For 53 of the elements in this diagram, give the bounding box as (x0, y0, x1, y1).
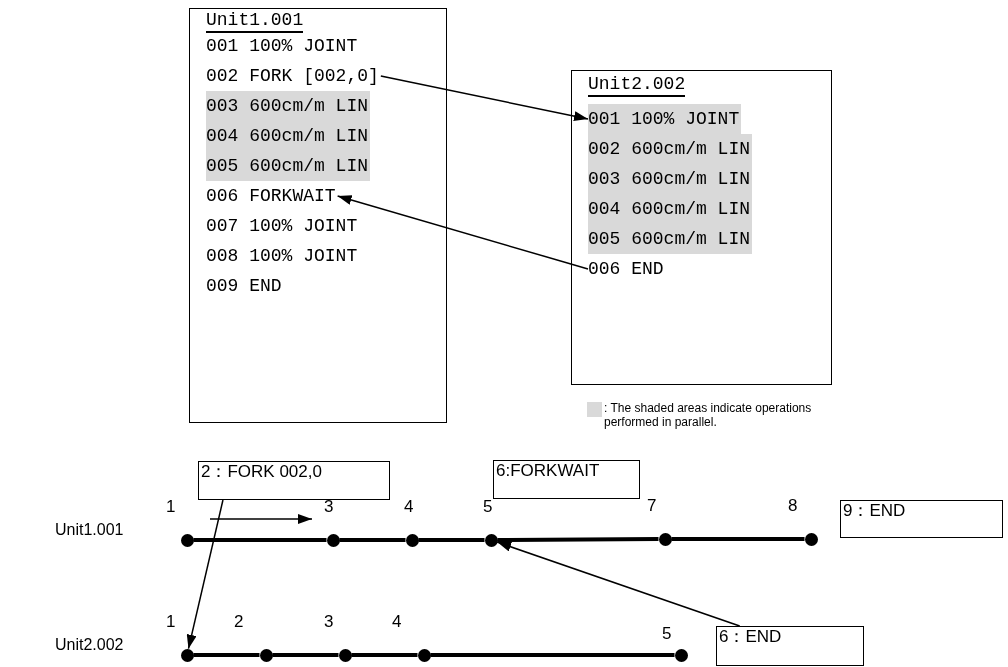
timeline-dot (259, 648, 273, 662)
timeline-dot (326, 533, 340, 547)
arrow (380, 75, 589, 122)
timeline-dot (804, 532, 818, 546)
timeline-line (339, 538, 406, 542)
program-line: 008 100% JOINT (206, 241, 360, 271)
event-box: 9：END (840, 500, 1003, 538)
timeline-label: 1 (166, 612, 176, 632)
timeline-dot (405, 533, 419, 547)
arrow (336, 195, 589, 270)
program-title: Unit2.002 (588, 73, 686, 97)
timeline-line (351, 653, 418, 657)
timeline-line (193, 538, 327, 542)
program-listing-box (189, 8, 447, 423)
event-box: 6:FORKWAIT (493, 460, 640, 499)
timeline-label: 3 (324, 612, 334, 632)
timeline-dot (180, 648, 194, 662)
timeline-line (272, 653, 339, 657)
timeline-dot (674, 648, 688, 662)
event-box: 2：FORK 002,0 (198, 461, 390, 500)
program-title: Unit1.001 (206, 9, 304, 33)
program-line: 006 END (588, 254, 666, 284)
timeline-label: 5 (662, 624, 672, 644)
timeline-label: 3 (324, 497, 334, 517)
timeline-label: 4 (392, 612, 402, 632)
timeline-label: Unit1.001 (55, 520, 124, 540)
program-line: 002 FORK [002,0] (206, 61, 381, 91)
program-line: 007 100% JOINT (206, 211, 360, 241)
timeline-label: 8 (788, 496, 798, 516)
event-box: 6：END (716, 626, 864, 666)
legend-text: : The shaded areas indicate operations performed in parallel. (604, 401, 813, 429)
timeline-dot (180, 533, 194, 547)
timeline-line (671, 537, 805, 541)
timeline-label: 1 (166, 497, 176, 517)
timeline-label: 2 (234, 612, 244, 632)
arrow (496, 541, 741, 627)
timeline-label: Unit2.002 (55, 635, 124, 655)
timeline-line (497, 537, 659, 542)
timeline-dot (658, 532, 672, 546)
timeline-label: 5 (483, 497, 493, 517)
timeline-line (193, 653, 260, 657)
arrow (186, 499, 224, 650)
timeline-line (430, 653, 675, 657)
program-line: 001 100% JOINT (206, 31, 360, 61)
timeline-label: 7 (647, 496, 657, 516)
timeline-dot (338, 648, 352, 662)
timeline-dot (484, 533, 498, 547)
program-line: 006 FORKWAIT (206, 181, 338, 211)
program-line: 009 END (206, 271, 284, 301)
timeline-label: 4 (404, 497, 414, 517)
program-listing-box (571, 70, 832, 385)
timeline-dot (417, 648, 431, 662)
timeline-line (418, 538, 485, 542)
